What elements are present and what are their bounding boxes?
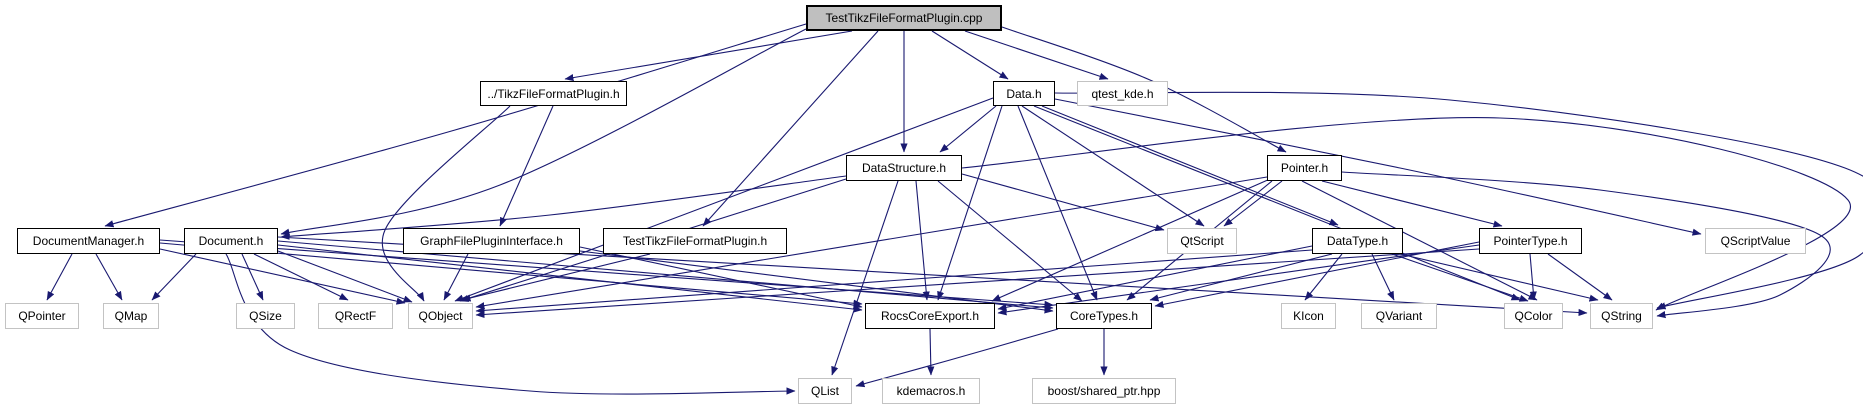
edge-pointer-to-qcolor [1301,180,1538,301]
node-data[interactable]: Data.h [993,81,1055,106]
node-boost: boost/shared_ptr.hpp [1032,378,1176,404]
node-pointertype[interactable]: PointerType.h [1479,228,1582,254]
node-document[interactable]: Document.h [184,228,278,254]
node-kdemacros: kdemacros.h [882,378,980,404]
edge-root-to-pointer [1001,26,1287,153]
edge-datatype-to-qvariant [1371,253,1395,301]
edge-coretypes-to-qlist [855,328,1059,388]
node-qvariant: QVariant [1361,303,1437,329]
edge-tikzplugin-to-graphfile [499,105,554,227]
edge-root-to-qtest [964,30,1109,80]
edge-datastructure-to-qlist [831,180,899,376]
edge-pointer-to-rocscoreexport [991,178,1271,302]
node-tikzplugin[interactable]: ../TikzFileFormatPlugin.h [480,81,627,106]
edge-datatype-to-qstring [1399,253,1599,302]
node-qmap: QMap [103,303,159,329]
node-qtest: qtest_kde.h [1077,81,1168,106]
edge-docmanager-to-coretypes [159,239,1054,308]
edge-data-to-coretypes [1017,105,1098,301]
edge-docmanager-to-qobject [159,248,406,305]
node-testtikzh[interactable]: TestTikzFileFormatPlugin.h [603,228,787,254]
edge-datatype-to-qcolor [1391,253,1529,302]
node-coretypes[interactable]: CoreTypes.h [1056,303,1152,329]
node-qlist: QList [798,378,852,404]
edge-data-to-qobject [454,97,994,302]
edge-document-to-qmap [151,253,197,301]
edge-datastructure-to-qstring [961,117,1851,311]
edge-datatype-to-qobject [475,249,1313,314]
node-datastructure[interactable]: DataStructure.h [846,155,962,181]
edge-root-to-tikzplugin [564,30,853,82]
edge-datatype-to-kicon [1304,253,1343,301]
edge-document-to-qobject [277,250,413,303]
edge-datastructure-to-rocscoreexport [915,180,930,301]
edge-datastructure-to-document [280,175,847,240]
edge-pointer-to-qtscript [1223,180,1283,227]
edge-pointertype-to-rocscoreexport [997,244,1480,316]
edge-root-to-testtikzh [702,30,879,227]
edge-data-to-qtscript [1021,105,1205,227]
edge-root-to-docmanager [104,23,807,228]
edge-datastructure-to-coretypes [937,180,1083,302]
node-root: TestTikzFileFormatPlugin.cpp [806,5,1002,31]
node-qobject: QObject [408,303,473,329]
edge-root-to-data [931,30,1009,80]
node-datatype[interactable]: DataType.h [1312,228,1403,254]
edge-data-to-datatype [1041,105,1339,226]
edge-document-to-qrectf [253,253,349,301]
edge-datatype-to-rocscoreexport [997,245,1313,311]
node-docmanager[interactable]: DocumentManager.h [17,228,160,254]
edge-datatype-to-coretypes [1149,253,1333,302]
edge-docmanager-to-qpointer [46,253,73,301]
edge-root-to-document [280,28,807,236]
edge-datastructure-to-qtscript [961,173,1165,232]
edge-pointer-to-qobject [475,176,1268,310]
node-kicon: KIcon [1281,303,1336,329]
node-qpointer: QPointer [5,303,79,329]
edge-document-to-qsize [241,253,264,301]
edge-pointertype-to-coretypes [1154,241,1480,308]
node-qrectf: QRectF [318,303,393,329]
edge-document-to-rocscoreexport [277,244,863,313]
node-qtscript: QtScript [1167,228,1237,254]
edge-docmanager-to-qmap [95,253,123,301]
node-qsize: QSize [236,303,295,329]
edge-data-to-qcolor [1033,105,1521,301]
edge-data-to-rocscoreexport [937,105,1003,301]
node-graphfile[interactable]: GraphFilePluginInterface.h [403,228,580,254]
edge-pointer-to-pointertype [1321,180,1503,228]
edge-pointertype-to-qobject [475,248,1480,319]
node-pointer[interactable]: Pointer.h [1267,155,1342,181]
edge-data-to-qscriptvalue [1054,98,1702,236]
node-rocscoreexport[interactable]: RocsCoreExport.h [865,303,995,329]
node-qscriptvalue: QScriptValue [1705,228,1806,254]
edge-pointertype-to-qcolor [1529,253,1537,301]
edge-tikzplugin-to-qobject [381,105,511,302]
edge-data-to-datastructure [939,105,997,153]
edge-rocscoreexport-to-kdemacros [927,328,935,376]
edge-pointer-to-qstring [1341,171,1831,319]
node-qcolor: QColor [1504,303,1563,329]
edge-pointertype-to-qstring [1547,253,1613,301]
edge-data-to-qstring [1054,91,1863,310]
node-qstring: QString [1590,303,1653,329]
